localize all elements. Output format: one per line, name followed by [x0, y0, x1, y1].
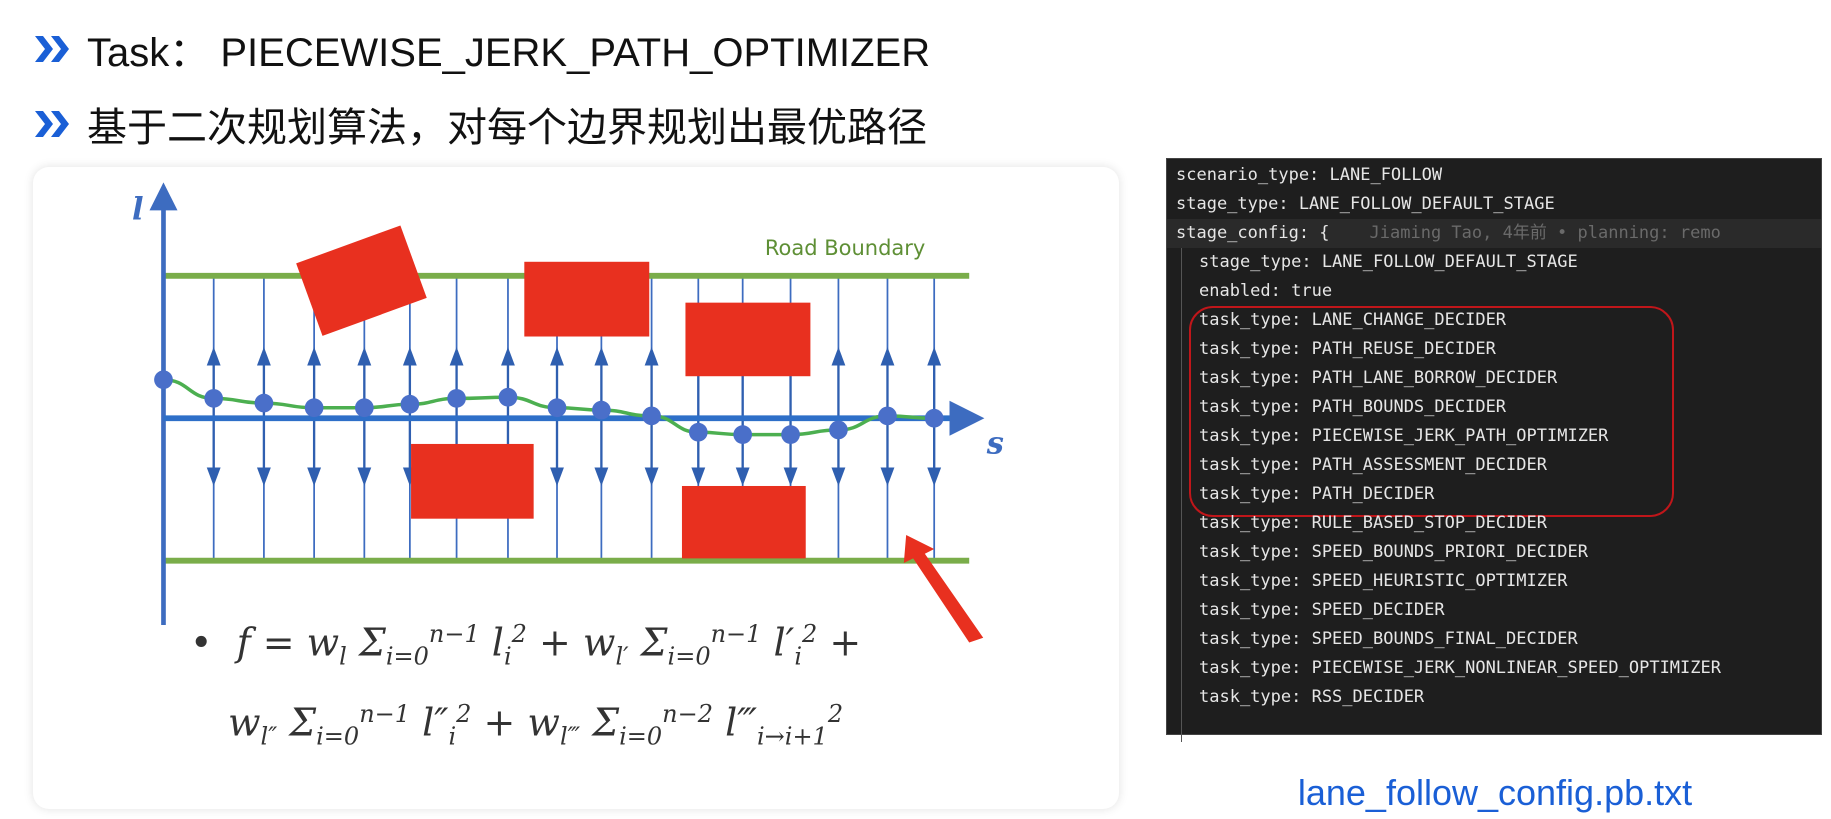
code-text: stage_config: { [1176, 223, 1330, 243]
path-point [254, 393, 274, 413]
heading-text: Task： PIECEWISE_JERK_PATH_OPTIMIZER [87, 31, 931, 75]
s-axis-label: s [986, 425, 1004, 461]
red-arrow-icon [903, 535, 984, 643]
path-point [204, 389, 224, 408]
obstacle [681, 485, 806, 559]
indent-guide [1181, 248, 1182, 742]
code-line: task_type: PATH_ASSESSMENT_DECIDER [1199, 451, 1547, 480]
code-line: task_type: PATH_DECIDER [1199, 480, 1434, 509]
code-text: task_type: PATH_LANE_BORROW_DECIDER [1199, 368, 1558, 388]
code-line: task_type: RULE_BASED_STOP_DECIDER [1199, 509, 1547, 538]
path-point [447, 389, 466, 408]
obstacle [296, 225, 427, 336]
formula-line-2: wl″ Σi=0n−1 l″i2 + wl‴ Σi=0n−2 l‴i→i+12 [228, 700, 844, 751]
obstacle [411, 443, 534, 519]
heading-description: 基于二次规划算法，对每个边界规划出最优路径 [33, 95, 927, 153]
code-text: task_type: LANE_CHANGE_DECIDER [1199, 310, 1507, 330]
code-line: task_type: PIECEWISE_JERK_PATH_OPTIMIZER [1199, 422, 1608, 451]
code-text: task_type: SPEED_BOUNDS_FINAL_DECIDER [1199, 629, 1578, 649]
path-point [154, 370, 173, 390]
code-text: scenario_type: LANE_FOLLOW [1176, 165, 1443, 185]
code-text: task_type: SPEED_HEURISTIC_OPTIMIZER [1199, 571, 1568, 591]
code-line: stage_type: LANE_FOLLOW_DEFAULT_STAGE [1176, 190, 1555, 219]
code-text: task_type: PATH_BOUNDS_DECIDER [1199, 397, 1507, 417]
obstacle [524, 261, 650, 337]
code-line: task_type: SPEED_BOUNDS_FINAL_DECIDER [1199, 625, 1578, 654]
path-point [354, 398, 374, 418]
path-point [781, 425, 800, 444]
code-text: task_type: RULE_BASED_STOP_DECIDER [1199, 513, 1547, 533]
path-point [498, 387, 518, 407]
code-text: stage_type: LANE_FOLLOW_DEFAULT_STAGE [1199, 252, 1578, 272]
path-point [878, 406, 897, 426]
code-text: task_type: SPEED_DECIDER [1199, 600, 1445, 620]
code-text: task_type: SPEED_BOUNDS_PRIORI_DECIDER [1199, 542, 1588, 562]
code-text: stage_type: LANE_FOLLOW_DEFAULT_STAGE [1176, 194, 1555, 214]
code-line: enabled: true [1199, 277, 1332, 306]
code-line: stage_config: { Jiaming Tao, 4年前 • planni… [1176, 219, 1721, 248]
code-line: task_type: SPEED_BOUNDS_PRIORI_DECIDER [1199, 538, 1588, 567]
path-point [733, 425, 753, 444]
code-line: task_type: PATH_REUSE_DECIDER [1199, 335, 1496, 364]
double-chevron-right-icon [35, 111, 69, 137]
heading-text: 基于二次规划算法，对每个边界规划出最优路径 [87, 106, 927, 150]
code-line: stage_type: LANE_FOLLOW_DEFAULT_STAGE [1199, 248, 1578, 277]
l-axis-label: l [132, 192, 144, 228]
file-name-caption: lane_follow_config.pb.txt [1297, 772, 1693, 813]
path-point [924, 408, 944, 428]
double-chevron-right-icon [35, 36, 69, 62]
code-text: task_type: PATH_DECIDER [1199, 484, 1435, 504]
code-line: task_type: SPEED_DECIDER [1199, 596, 1445, 625]
code-text: task_type: PIECEWISE_JERK_NONLINEAR_SPEE… [1199, 658, 1721, 678]
current-line-highlight [1167, 219, 1821, 248]
path-point [547, 398, 567, 418]
code-text: task_type: PIECEWISE_JERK_PATH_OPTIMIZER [1199, 426, 1609, 446]
code-line: task_type: PATH_LANE_BORROW_DECIDER [1199, 364, 1557, 393]
code-editor-panel: scenario_type: LANE_FOLLOW stage_type: LA… [1166, 158, 1822, 742]
path-point [688, 422, 708, 442]
obstacle [685, 302, 811, 377]
formula-line-1: • f = wl Σi=0n−1 li2 + wl′ Σi=0n−1 l′i2 … [190, 620, 862, 671]
code-line: scenario_type: LANE_FOLLOW [1176, 161, 1442, 190]
path-point [642, 406, 661, 426]
road-boundary-label: Road Boundary [765, 235, 926, 260]
highlight-box [1189, 306, 1674, 517]
code-text: enabled: true [1199, 281, 1333, 301]
code-line: task_type: PATH_BOUNDS_DECIDER [1199, 393, 1506, 422]
code-line: task_type: SPEED_HEURISTIC_OPTIMIZER [1199, 567, 1567, 596]
heading-task: Task： PIECEWISE_JERK_PATH_OPTIMIZER [33, 20, 930, 78]
code-line: task_type: PIECEWISE_JERK_NONLINEAR_SPEE… [1199, 654, 1721, 683]
path-point [592, 400, 611, 420]
path-point [400, 394, 420, 414]
code-text: task_type: PATH_REUSE_DECIDER [1199, 339, 1496, 359]
path-point [304, 398, 324, 418]
path-point [829, 420, 848, 440]
code-text: task_type: RSS_DECIDER [1199, 687, 1425, 707]
code-line: task_type: LANE_CHANGE_DECIDER [1199, 306, 1506, 335]
code-line: task_type: RSS_DECIDER [1199, 683, 1424, 712]
code-text: task_type: PATH_ASSESSMENT_DECIDER [1199, 455, 1547, 475]
git-blame-annotation: Jiaming Tao, 4年前 • planning: remo [1369, 223, 1721, 243]
